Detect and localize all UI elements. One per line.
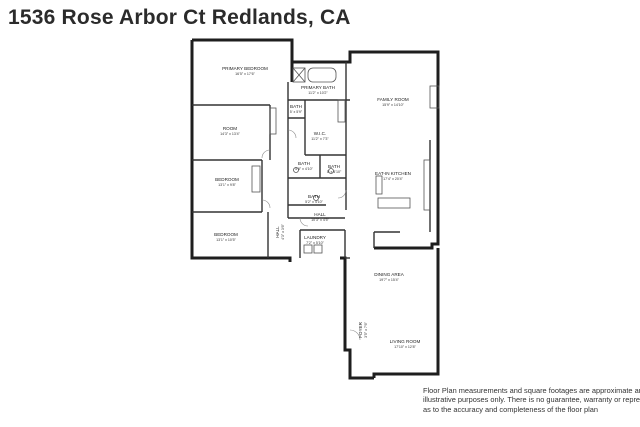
room-bedroom: BEDROOM 13'1" x 10'5" — [214, 232, 238, 242]
room-primary-bath: PRIMARY BATH 11'2" x 10'2" — [301, 85, 335, 95]
room-name: LAUNDRY — [304, 235, 326, 240]
room-bath: BATH 5'8" x 4'10" — [295, 161, 313, 171]
fixtures — [251, 67, 440, 254]
room-hall: HALL 10'3" x 4'5" — [311, 212, 329, 222]
disclaimer-line: Floor Plan measurements and square foota… — [423, 386, 640, 395]
room-bath: BATH 5'2" x 4'10" — [305, 194, 323, 204]
room-wic: W.I.C. 11'2" x 7'3" — [311, 131, 329, 141]
kitchen-island — [377, 197, 411, 209]
room-foyer: FOYER 3'5" x 7'6" — [358, 321, 368, 338]
room-dims: 5'2" x 4'10" — [305, 200, 323, 204]
rear-wall — [290, 40, 440, 250]
room-dims: 10'3" x 4'5" — [311, 218, 329, 222]
room-eat-in-kitchen: EAT-IN KITCHEN 17'4" x 20'4" — [375, 171, 411, 181]
room-dims: 14'3" x 13'4" — [220, 132, 240, 136]
room-name: HALL — [314, 212, 326, 217]
room-name: PRIMARY BATH — [301, 85, 335, 90]
room-bath: BATH 5' x 5'9" — [290, 104, 303, 114]
counter — [375, 175, 383, 195]
room-dims: 13'1" x 9'8" — [218, 183, 236, 187]
room-name: FOYER — [358, 321, 363, 338]
room-room: ROOM 14'3" x 13'4" — [220, 126, 240, 136]
dryer — [313, 244, 323, 254]
room-primary-bedroom: PRIMARY BEDROOM 16'5" x 17'6" — [222, 66, 268, 76]
room-living-room: LIVING ROOM 17'10" x 12'8" — [390, 339, 421, 349]
disclaimer: Floor Plan measurements and square foota… — [423, 386, 640, 414]
room-name: W.I.C. — [314, 131, 327, 136]
toilet — [328, 168, 334, 174]
kitchen-counter — [423, 159, 431, 211]
room-name: DINING AREA — [374, 272, 405, 277]
room-dims: 5' x 5'9" — [290, 110, 303, 114]
room-name: PRIMARY BEDROOM — [222, 66, 268, 71]
room-name: EAT-IN KITCHEN — [375, 171, 411, 176]
disclaimer-line: illustrative purposes only. There is no … — [423, 395, 640, 405]
room-name: BATH — [328, 164, 340, 169]
foyer-wall — [268, 256, 292, 262]
closet — [251, 165, 261, 193]
room-bedroom: BEDROOM 13'1" x 9'8" — [215, 177, 239, 187]
page-title: 1536 Rose Arbor Ct Redlands, CA — [8, 6, 351, 29]
room-dims: 16'5" x 17'6" — [235, 72, 255, 76]
toilet — [313, 195, 319, 201]
closet — [269, 107, 277, 135]
room-hall-vertical: HALL 4'3" x 3'6" — [275, 223, 285, 239]
room-dims: 5'8" x 4'10" — [295, 167, 313, 171]
front-walls — [340, 256, 374, 380]
room-name: BEDROOM — [215, 177, 239, 182]
room-dims: 17'10" x 12'8" — [394, 345, 416, 349]
disclaimer-line: as to the accuracy and completeness of t… — [423, 404, 599, 414]
fireplace — [429, 85, 440, 109]
room-dims: 5' x 4'10" — [327, 170, 342, 174]
dining-living-walls — [372, 248, 440, 378]
room-name: BATH — [308, 194, 320, 199]
toilet — [293, 167, 299, 173]
room-labels: PRIMARY BEDROOM 16'5" x 17'6" PRIMARY BA… — [214, 66, 420, 349]
washer — [303, 244, 313, 254]
room-dims: 3'5" x 7'6" — [364, 321, 368, 337]
room-name: LIVING ROOM — [390, 339, 421, 344]
exterior-walls — [190, 38, 440, 380]
room-name: ROOM — [223, 126, 237, 131]
left-wing-outer-wall — [190, 40, 268, 260]
room-name: BEDROOM — [214, 232, 238, 237]
room-dims: 17'4" x 20'4" — [383, 177, 403, 181]
room-dims: 7'2" x 5'10" — [306, 241, 324, 245]
room-name: HALL — [275, 226, 280, 238]
room-dims: 11'2" x 7'3" — [311, 137, 329, 141]
room-dims: 11'2" x 10'2" — [308, 91, 328, 95]
room-name: BATH — [290, 104, 302, 109]
doors — [261, 129, 361, 341]
room-dims: 4'3" x 3'6" — [281, 223, 285, 239]
vanity — [337, 99, 346, 123]
room-laundry: LAUNDRY 7'2" x 5'10" — [304, 235, 326, 245]
room-dims: 15'9" x 14'10" — [382, 103, 404, 107]
room-name: BATH — [298, 161, 310, 166]
room-dims: 19'7" x 15'4" — [379, 278, 399, 282]
room-dining-area: DINING AREA 19'7" x 15'4" — [374, 272, 405, 282]
room-family-room: FAMILY ROOM 15'9" x 14'10" — [377, 97, 409, 107]
bathtub — [307, 67, 337, 83]
room-dims: 13'1" x 10'5" — [216, 238, 236, 242]
shower — [292, 67, 306, 83]
room-name: FAMILY ROOM — [377, 97, 409, 102]
room-bath: BATH 5' x 4'10" — [327, 164, 342, 174]
